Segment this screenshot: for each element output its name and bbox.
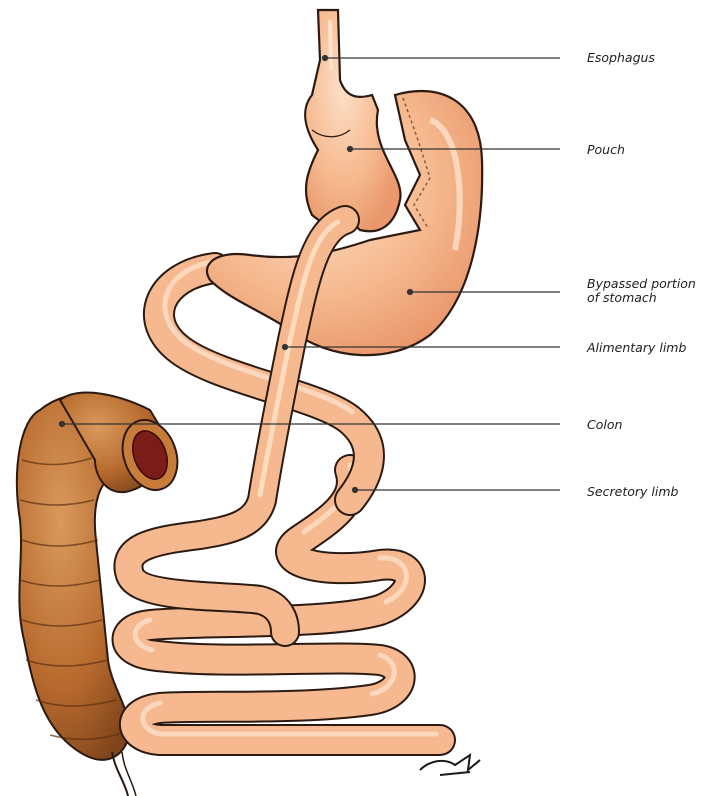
- label-secretory-limb: Secretory limb: [587, 485, 678, 499]
- label-pouch: Pouch: [587, 143, 625, 157]
- artist-signature: [420, 755, 480, 775]
- label-bypassed-line2: of stomach: [587, 291, 696, 305]
- label-esophagus: Esophagus: [587, 51, 655, 65]
- label-bypassed-portion-of-stomach: Bypassed portion of stomach: [587, 277, 696, 305]
- label-colon: Colon: [587, 418, 622, 432]
- label-alimentary-limb: Alimentary limb: [587, 341, 686, 355]
- colon-tail: [112, 752, 128, 796]
- esophagus-and-pouch: [305, 10, 400, 231]
- label-bypassed-line1: Bypassed portion: [587, 277, 696, 291]
- esophagus: [305, 10, 400, 231]
